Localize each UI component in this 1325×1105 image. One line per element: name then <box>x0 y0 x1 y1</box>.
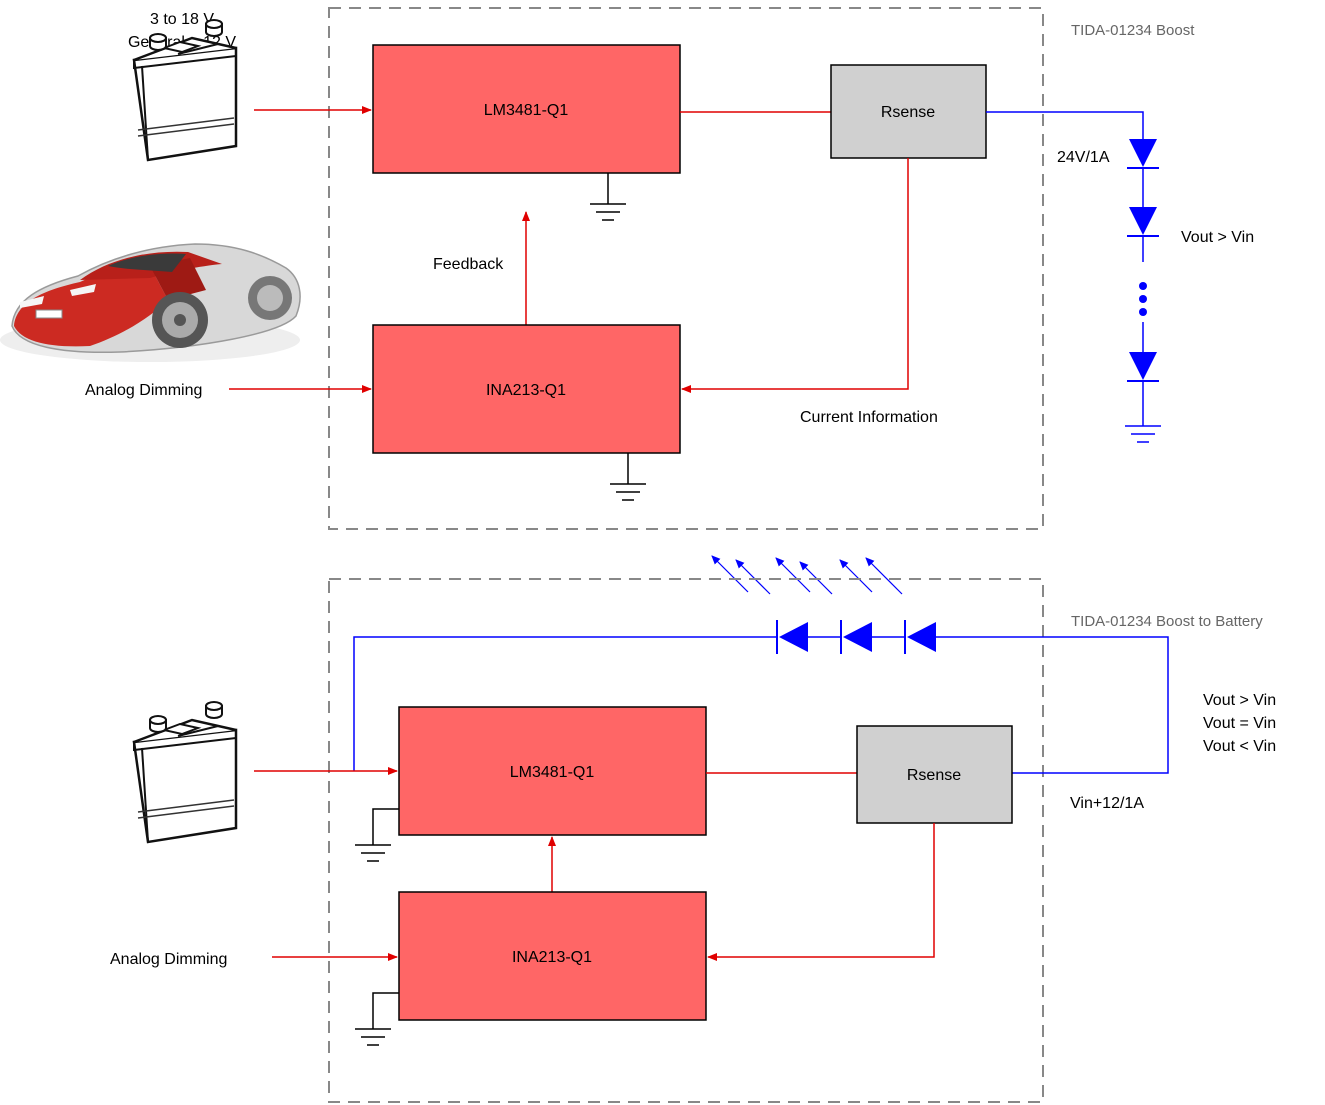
bottom-ina213-block <box>398 891 707 1021</box>
light-emission-arrows <box>711 555 903 595</box>
ground-icon <box>610 453 646 501</box>
led-string-wire <box>986 111 1144 140</box>
top-rsense-label: Rsense <box>881 104 935 121</box>
ground-icon <box>1125 425 1161 443</box>
top-frame-title: TIDA-01234 Boost <box>1071 22 1195 39</box>
sports-car-icon <box>0 243 301 362</box>
ground-icon <box>355 808 399 862</box>
current-information-label: Current Information <box>800 409 938 426</box>
top-analog-dimming-label: Analog Dimming <box>85 382 202 399</box>
feedback-label: Feedback <box>433 256 504 273</box>
top-led-rating: 24V/1A <box>1057 149 1110 166</box>
top-circuit: TIDA-01234 Boost 3 to 18 V General = 12 … <box>0 7 1254 530</box>
bottom-lm3481-label: LM3481-Q1 <box>510 764 595 781</box>
ellipsis-dot <box>1139 282 1147 290</box>
bottom-rsense-label: Rsense <box>907 767 961 784</box>
bottom-led-string-wire <box>353 636 776 771</box>
bottom-led-rating: Vin+12/1A <box>1070 795 1144 812</box>
ground-icon <box>355 992 399 1046</box>
bottom-vout-relation-1: Vout > Vin <box>1203 692 1276 709</box>
bottom-frame-title: TIDA-01234 Boost to Battery <box>1071 613 1263 630</box>
bottom-lm3481-block <box>398 706 707 836</box>
top-lm3481-block <box>372 44 681 174</box>
led-diode-icon <box>1126 206 1160 237</box>
top-rsense-block <box>830 64 987 159</box>
led-diode-icon <box>1126 138 1160 169</box>
bottom-analog-dimming-label: Analog Dimming <box>110 951 227 968</box>
top-ina213-block <box>372 324 681 454</box>
bottom-ina213-label: INA213-Q1 <box>512 949 592 966</box>
bottom-circuit: TIDA-01234 Boost to Battery Vout > Vin V… <box>110 578 1276 1103</box>
led-diode-icon <box>840 619 873 655</box>
led-diode-icon <box>1126 351 1160 382</box>
led-diode-icon <box>776 619 809 655</box>
bottom-rsense-block <box>856 725 1013 824</box>
top-vout-relation: Vout > Vin <box>1181 229 1254 246</box>
top-boost-frame <box>328 7 1044 530</box>
car-battery-icon <box>132 700 238 844</box>
bottom-current-sense-wire <box>707 823 935 961</box>
supply-voltage-range: 3 to 18 V <box>150 11 214 28</box>
ground-icon <box>590 173 626 221</box>
bottom-boost-frame <box>328 578 1044 1103</box>
top-lm3481-label: LM3481-Q1 <box>484 102 569 119</box>
bottom-vout-relation-2: Vout = Vin <box>1203 715 1276 732</box>
ellipsis-dot <box>1139 308 1147 316</box>
ellipsis-dot <box>1139 295 1147 303</box>
top-ina213-label: INA213-Q1 <box>486 382 566 399</box>
bottom-vout-relation-3: Vout < Vin <box>1203 738 1276 755</box>
led-diode-icon <box>904 619 937 655</box>
current-sense-wire <box>681 158 909 393</box>
